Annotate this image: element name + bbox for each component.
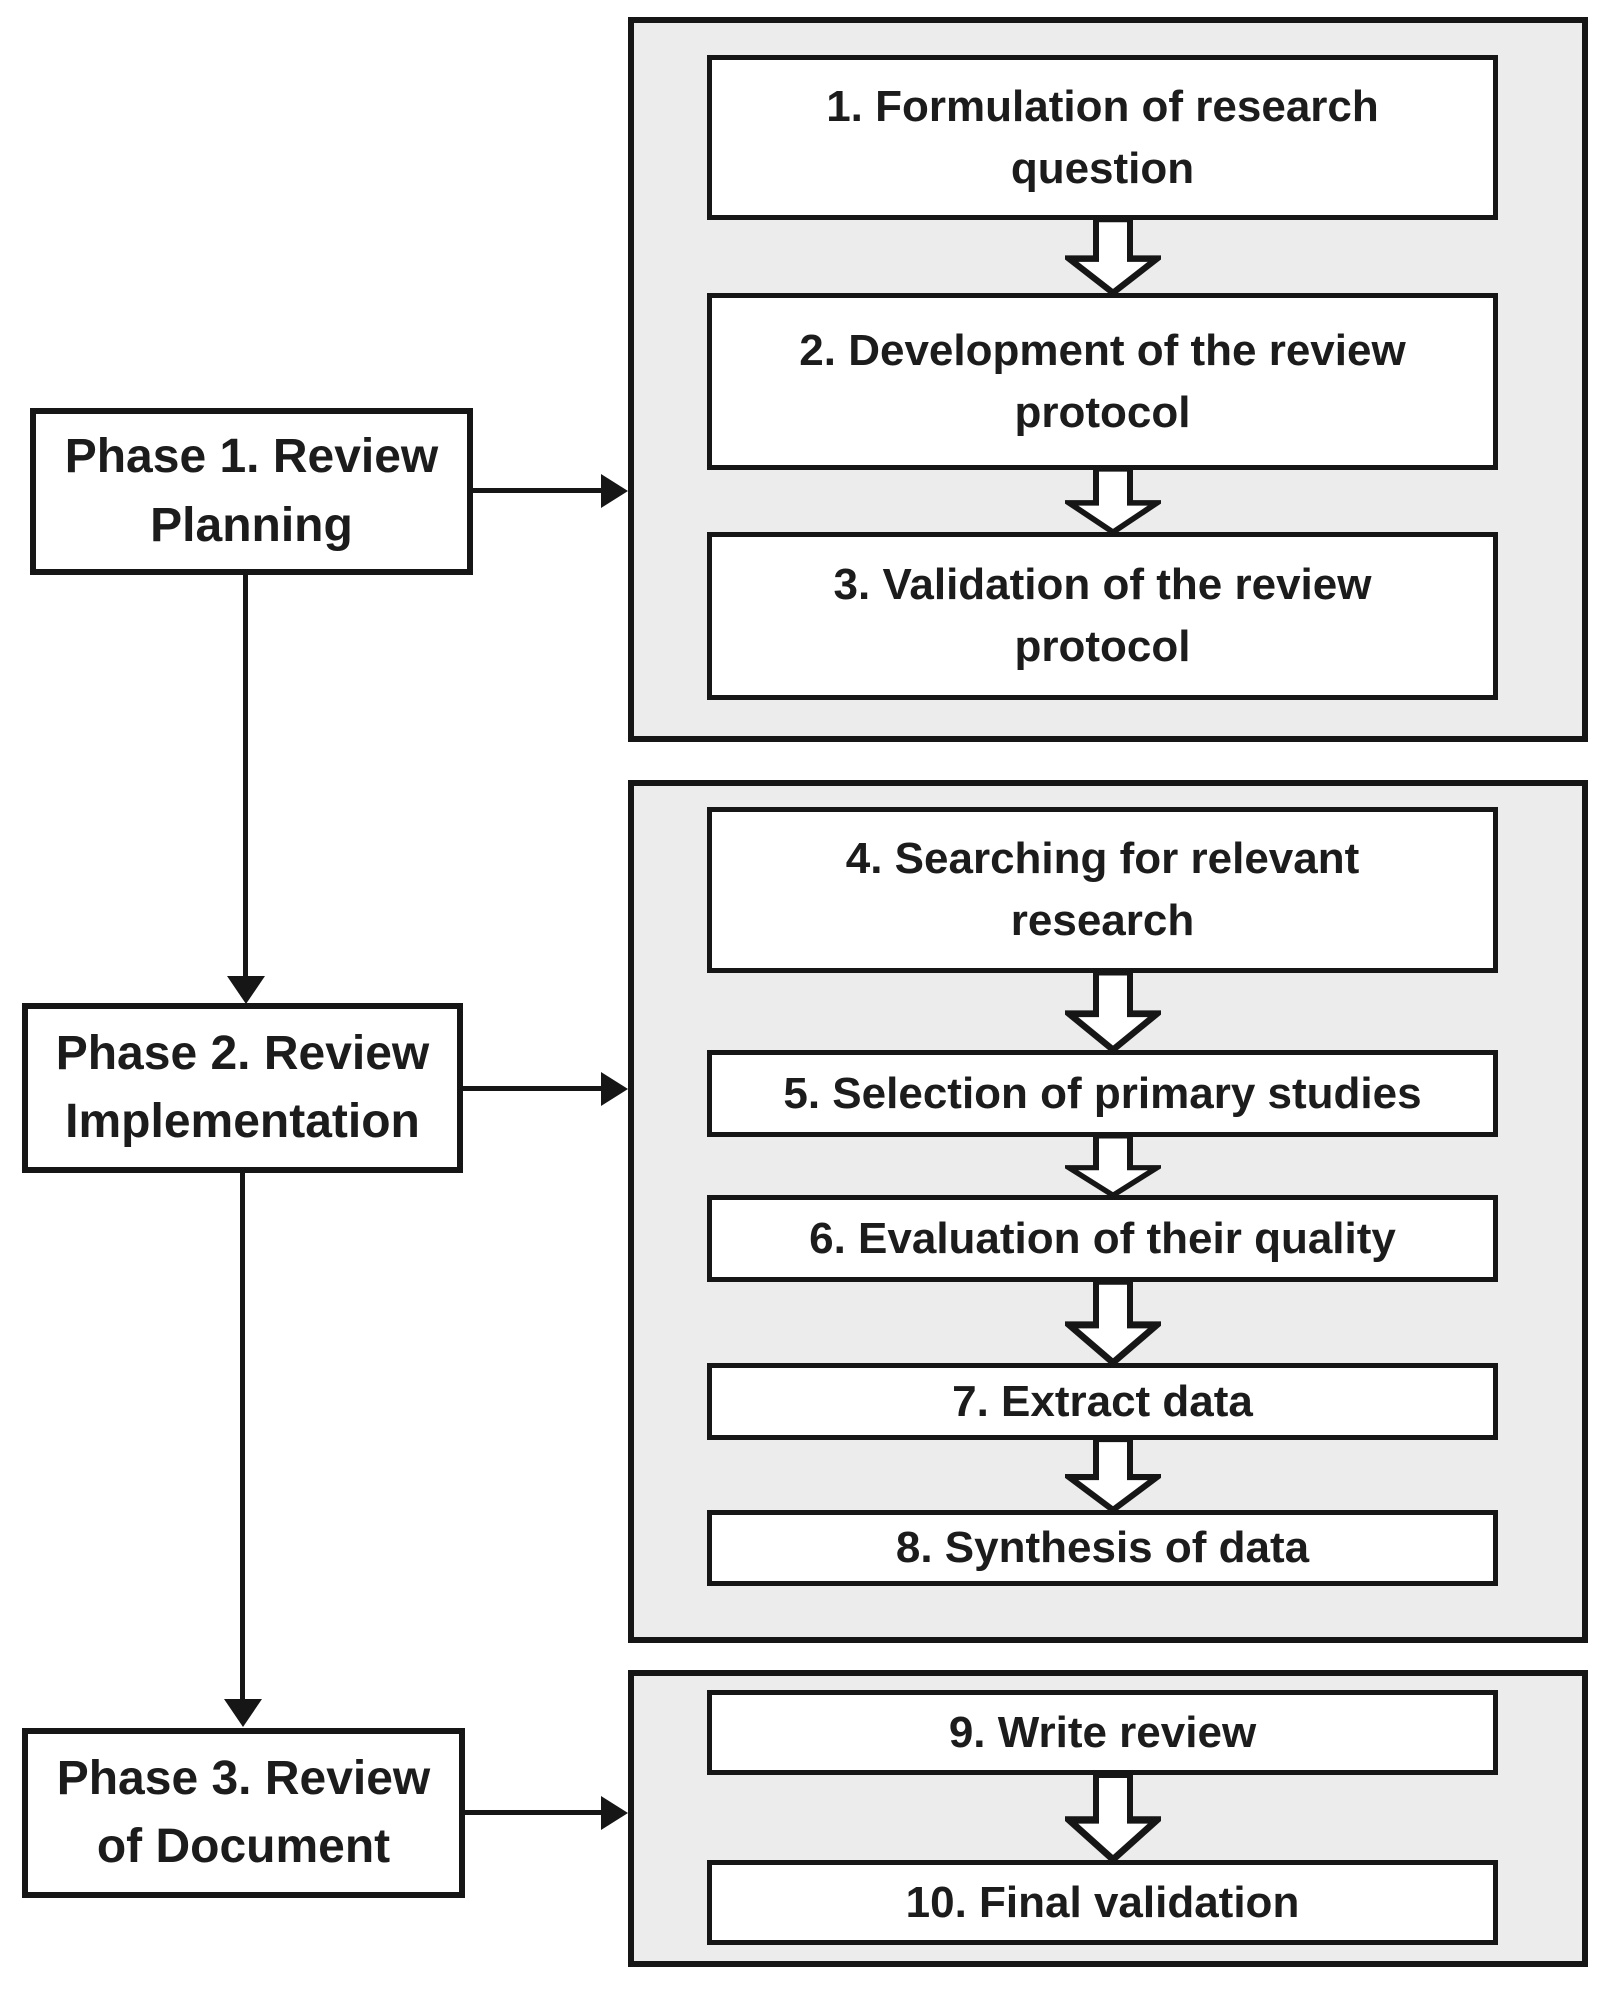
step-box-8: 8. Synthesis of data xyxy=(707,1510,1498,1586)
step-box-1: 1. Formulation of research question xyxy=(707,55,1498,220)
block-arrow-down-icon xyxy=(1065,1773,1161,1862)
connector-phase1-phase2-line xyxy=(243,573,248,978)
phase-3-box: Phase 3. Review of Document xyxy=(22,1728,465,1898)
block-arrow-down-icon xyxy=(1065,468,1161,534)
phase-1-box: Phase 1. Review Planning xyxy=(30,408,473,575)
block-arrow-down-icon xyxy=(1065,971,1161,1052)
block-arrow-down-icon xyxy=(1065,1280,1161,1365)
block-arrow-down-icon xyxy=(1065,218,1161,295)
step-box-2: 2. Development of the review protocol xyxy=(707,293,1498,470)
phase-2-box: Phase 2. Review Implementation xyxy=(22,1003,463,1173)
step-box-3: 3. Validation of the review protocol xyxy=(707,532,1498,700)
arrowhead-right-icon xyxy=(601,1072,628,1106)
block-arrow-down-icon xyxy=(1065,1438,1161,1512)
connector-phase2-phase3-line xyxy=(240,1171,245,1701)
connector-phase3-panel3-line xyxy=(463,1810,603,1815)
step-box-10: 10. Final validation xyxy=(707,1860,1498,1945)
arrowhead-right-icon xyxy=(601,1796,628,1830)
arrowhead-down-icon xyxy=(227,976,265,1004)
arrowhead-down-icon xyxy=(224,1699,262,1727)
connector-phase1-panel1-line xyxy=(471,488,603,493)
step-box-4: 4. Searching for relevant research xyxy=(707,807,1498,973)
block-arrow-down-icon xyxy=(1065,1135,1161,1197)
step-box-6: 6. Evaluation of their quality xyxy=(707,1195,1498,1282)
step-box-7: 7. Extract data xyxy=(707,1363,1498,1440)
step-box-5: 5. Selection of primary studies xyxy=(707,1050,1498,1137)
arrowhead-right-icon xyxy=(601,474,628,508)
connector-phase2-panel2-line xyxy=(461,1086,603,1091)
step-box-9: 9. Write review xyxy=(707,1690,1498,1775)
